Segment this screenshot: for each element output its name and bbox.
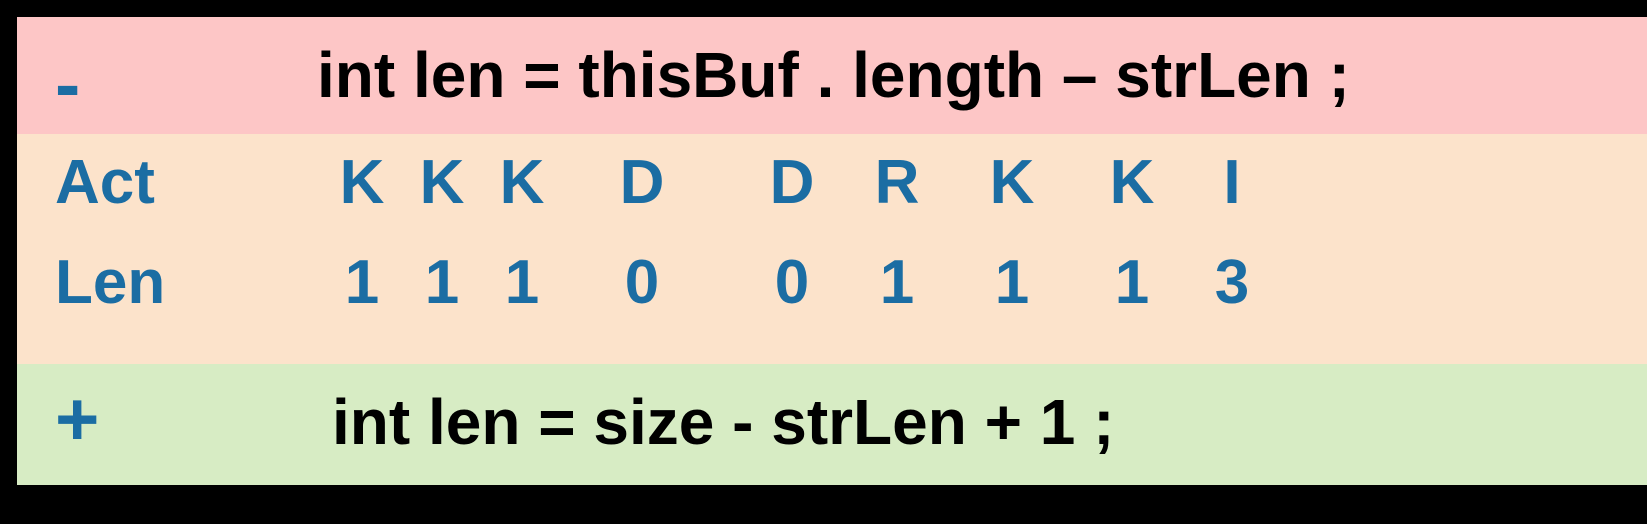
added-code-text: int len = size - strLen + 1 ; <box>332 386 1115 458</box>
length-cell: 0 <box>624 248 660 317</box>
action-cell: D <box>769 148 815 217</box>
action-cell: R <box>874 148 920 217</box>
length-cell: 1 <box>344 248 380 317</box>
action-cell: K <box>419 148 465 217</box>
action-cell: K <box>1109 148 1155 217</box>
action-cell: K <box>339 148 385 217</box>
length-cell: 1 <box>424 248 460 317</box>
action-cell: I <box>1223 148 1241 217</box>
length-row-label: Len <box>55 248 166 317</box>
length-cell: 1 <box>504 248 540 317</box>
action-cell: K <box>499 148 545 217</box>
action-cell: D <box>619 148 665 217</box>
removed-line-row: - int len = thisBuf . length – strLen ; <box>17 17 1647 134</box>
action-row-label: Act <box>55 148 155 217</box>
length-cell: 0 <box>774 248 810 317</box>
removed-code-text: int len = thisBuf . length – strLen ; <box>317 39 1350 111</box>
added-line-row: + int len = size - strLen + 1 ; <box>17 364 1647 485</box>
length-cell: 1 <box>1114 248 1150 317</box>
length-cell: 1 <box>994 248 1030 317</box>
length-cell: 1 <box>879 248 915 317</box>
minus-sign-icon: - <box>55 42 81 127</box>
action-cell: K <box>989 148 1035 217</box>
plus-sign-icon: + <box>55 377 100 462</box>
length-cell: 3 <box>1214 248 1250 317</box>
